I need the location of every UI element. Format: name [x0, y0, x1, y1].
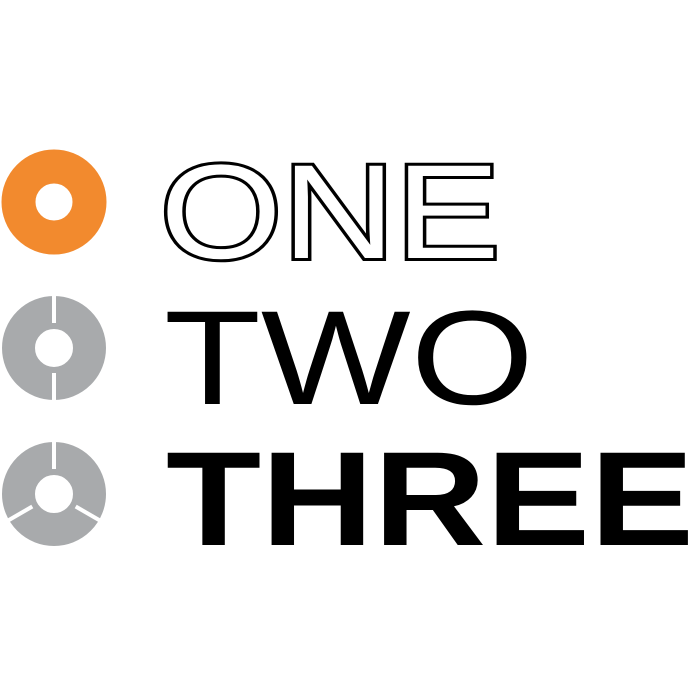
word-three: THREE [166, 425, 694, 574]
ring-icon [1, 149, 107, 255]
word-two: TWO [164, 284, 534, 433]
ring-split-three-icon [2, 436, 106, 546]
ring-split-two-icon [2, 290, 106, 406]
word-one: ONE [160, 138, 500, 287]
